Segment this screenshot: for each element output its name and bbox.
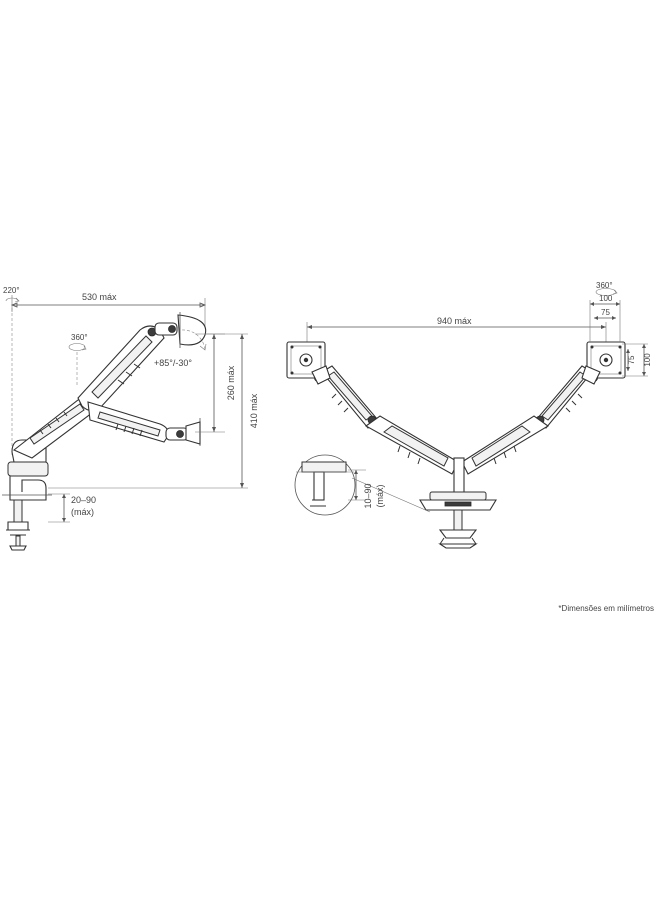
dual-head-rotation-label: 360°: [596, 281, 613, 290]
reach-label: 530 máx: [82, 292, 117, 302]
dual-clamp-range-note: (máx): [375, 485, 385, 508]
vesa-dimension-lines: [589, 288, 648, 377]
vesa-h-large-label: 100: [599, 294, 613, 303]
total-height-dimension-line: [48, 333, 248, 489]
arm-height-dimension-line: [195, 333, 225, 433]
vesa-h-small-label: 75: [601, 308, 610, 317]
dimensions-footnote: *Dimensões em milímetros: [558, 604, 654, 613]
span-dimension-line: [306, 322, 607, 345]
vesa-v-small-label: 75: [627, 355, 636, 364]
head-rotation-icon: [68, 343, 87, 385]
base-rotation-label: 220°: [3, 286, 20, 295]
vesa-plate-raised: [177, 312, 207, 348]
span-label: 940 máx: [437, 316, 472, 326]
dual-arm-drawing: 940 máx: [286, 281, 652, 549]
clamp-range-dimension-line: [48, 493, 70, 523]
clamp-detail-circle: [294, 454, 431, 516]
clamp-range-note: (máx): [71, 507, 94, 517]
arm-height-label: 260 máx: [226, 365, 236, 400]
single-arm-drawing: 220° 530 máx 360°: [2, 286, 259, 551]
clamp-range-label: 20–90: [71, 495, 96, 505]
upper-arm-lowered: [87, 401, 201, 446]
head-rotation-label: 360°: [71, 333, 88, 342]
total-height-label: 410 máx: [249, 393, 259, 428]
reach-dimension-line: [10, 298, 207, 455]
right-vesa-plate: [586, 341, 626, 379]
left-arm: [311, 365, 459, 475]
tilt-arc: [181, 329, 207, 351]
dual-base: [419, 457, 497, 549]
right-arm: [461, 365, 601, 475]
vesa-v-large-label: 100: [643, 353, 652, 367]
upper-arm-raised: [77, 322, 178, 412]
dual-clamp-range-dimension-line: [348, 469, 366, 501]
desk-clamp: [2, 439, 52, 551]
dual-clamp-range-label: 10–90: [363, 483, 373, 508]
tilt-label: +85°/-30°: [154, 358, 192, 368]
